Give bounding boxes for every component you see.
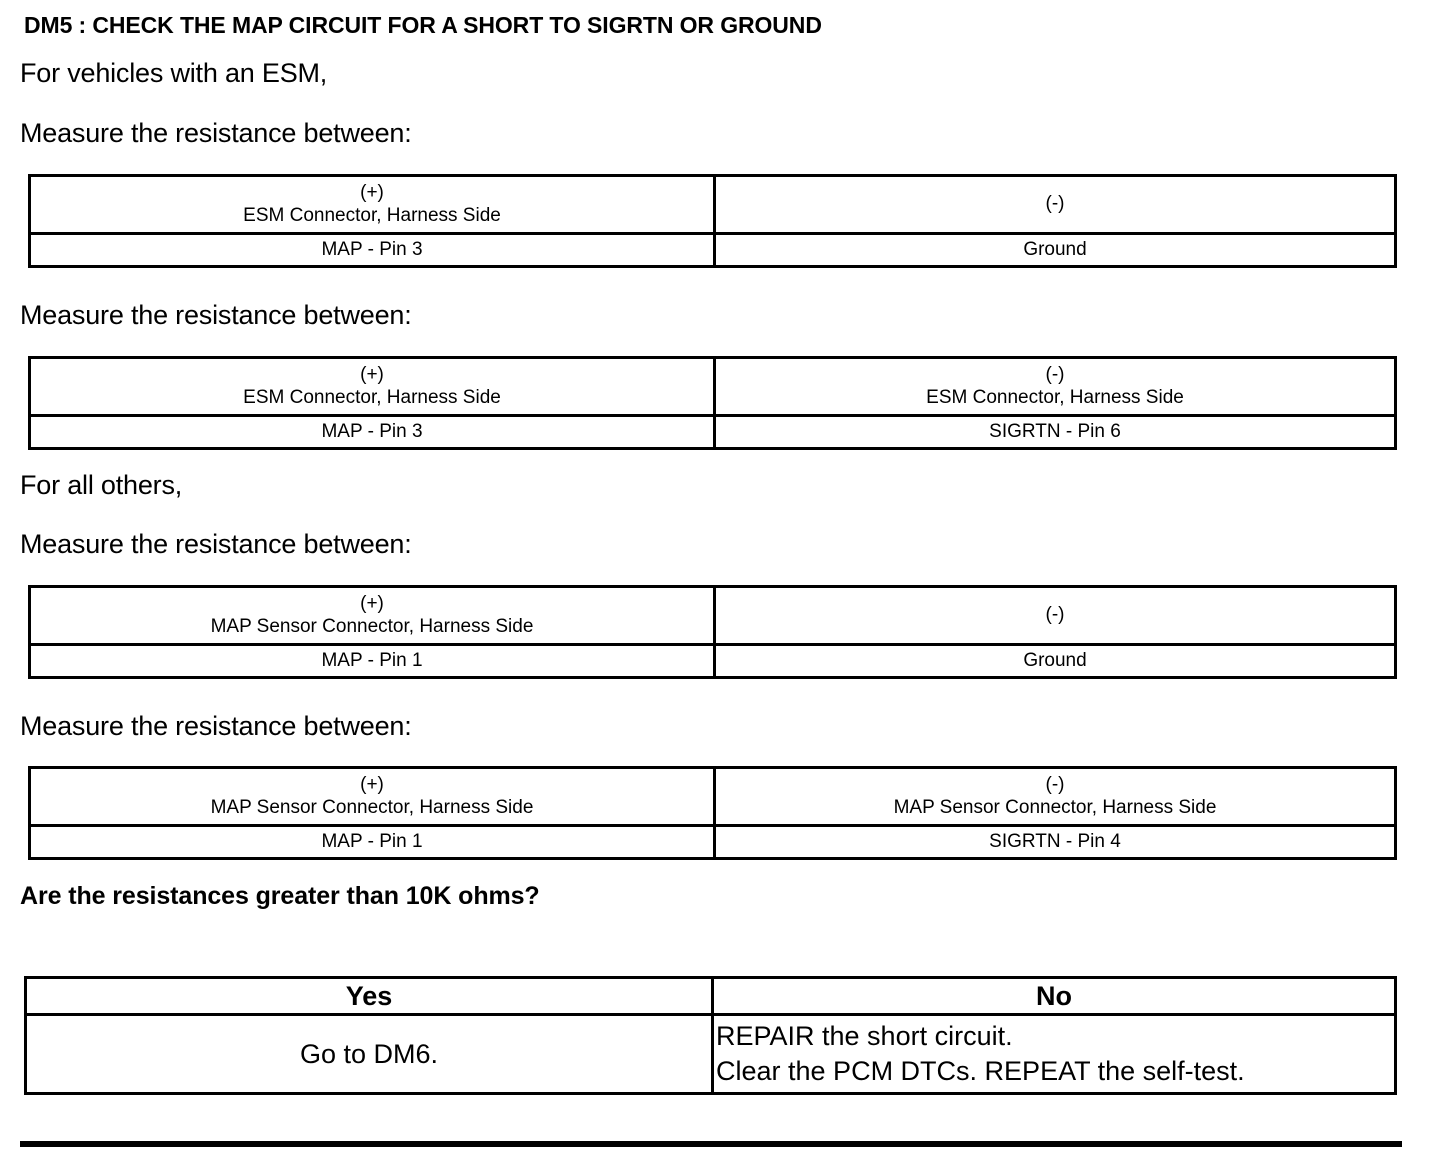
decision-action-yes-line: Go to DM6. bbox=[299, 1038, 439, 1069]
measurement-table-4: (+) MAP Sensor Connector, Harness Side (… bbox=[28, 766, 1397, 860]
measure-label-2: Measure the resistance between: bbox=[20, 300, 412, 330]
positive-sign: (+) bbox=[360, 593, 384, 615]
decision-header-no: No bbox=[711, 976, 1397, 1016]
question-text: Are the resistances greater than 10K ohm… bbox=[20, 882, 540, 910]
table-header-row: (+) ESM Connector, Harness Side (-) ESM … bbox=[28, 356, 1397, 417]
positive-value: MAP - Pin 3 bbox=[28, 232, 716, 268]
intro-others-text: For all others, bbox=[20, 470, 183, 500]
decision-body-row: Go to DM6. REPAIR the short circuit. Cle… bbox=[24, 1013, 1397, 1095]
negative-sign: (-) bbox=[1045, 604, 1065, 626]
positive-sign: (+) bbox=[360, 364, 384, 386]
table-header-row: (+) MAP Sensor Connector, Harness Side (… bbox=[28, 766, 1397, 827]
footer-divider-rule bbox=[20, 1141, 1402, 1147]
negative-value: Ground bbox=[713, 643, 1397, 679]
measurement-table-3: (+) MAP Sensor Connector, Harness Side (… bbox=[28, 585, 1397, 679]
positive-sign: (+) bbox=[360, 182, 384, 204]
header-cell-negative: (-) MAP Sensor Connector, Harness Side bbox=[713, 766, 1397, 827]
measure-label-1: Measure the resistance between: bbox=[20, 118, 412, 148]
positive-source: ESM Connector, Harness Side bbox=[243, 204, 501, 226]
header-cell-positive: (+) ESM Connector, Harness Side bbox=[28, 174, 716, 235]
table-row: MAP - Pin 3 Ground bbox=[28, 232, 1397, 268]
negative-value: SIGRTN - Pin 6 bbox=[713, 414, 1397, 450]
positive-value: MAP - Pin 3 bbox=[28, 414, 716, 450]
intro-esm-text: For vehicles with an ESM, bbox=[20, 58, 328, 88]
negative-source: ESM Connector, Harness Side bbox=[926, 386, 1184, 408]
table-header-row: (+) ESM Connector, Harness Side (-) bbox=[28, 174, 1397, 235]
positive-value: MAP - Pin 1 bbox=[28, 643, 716, 679]
header-cell-negative: (-) ESM Connector, Harness Side bbox=[713, 356, 1397, 417]
positive-source: ESM Connector, Harness Side bbox=[243, 386, 501, 408]
negative-value: SIGRTN - Pin 4 bbox=[713, 824, 1397, 860]
decision-action-no-line1: REPAIR the short circuit. bbox=[716, 1021, 1013, 1052]
measure-label-4: Measure the resistance between: bbox=[20, 711, 412, 741]
decision-table: Yes No Go to DM6. REPAIR the short circu… bbox=[24, 976, 1397, 1095]
decision-header-row: Yes No bbox=[24, 976, 1397, 1016]
measurement-table-2: (+) ESM Connector, Harness Side (-) ESM … bbox=[28, 356, 1397, 450]
decision-action-no-line2: Clear the PCM DTCs. REPEAT the self-test… bbox=[716, 1056, 1245, 1086]
positive-source: MAP Sensor Connector, Harness Side bbox=[210, 615, 534, 637]
table-row: MAP - Pin 1 Ground bbox=[28, 643, 1397, 679]
negative-source: MAP Sensor Connector, Harness Side bbox=[893, 796, 1217, 818]
negative-sign: (-) bbox=[1045, 193, 1065, 215]
page-title: DM5 : CHECK THE MAP CIRCUIT FOR A SHORT … bbox=[24, 12, 822, 38]
header-cell-positive: (+) ESM Connector, Harness Side bbox=[28, 356, 716, 417]
measure-label-3: Measure the resistance between: bbox=[20, 529, 412, 559]
header-cell-negative: (-) bbox=[713, 174, 1397, 235]
measurement-table-1: (+) ESM Connector, Harness Side (-) MAP … bbox=[28, 174, 1397, 268]
header-cell-positive: (+) MAP Sensor Connector, Harness Side bbox=[28, 585, 716, 646]
positive-sign: (+) bbox=[360, 774, 384, 796]
positive-source: MAP Sensor Connector, Harness Side bbox=[210, 796, 534, 818]
negative-sign: (-) bbox=[1045, 774, 1065, 796]
negative-sign: (-) bbox=[1045, 364, 1065, 386]
negative-value: Ground bbox=[713, 232, 1397, 268]
positive-value: MAP - Pin 1 bbox=[28, 824, 716, 860]
decision-action-yes: Go to DM6. bbox=[24, 1013, 714, 1095]
table-header-row: (+) MAP Sensor Connector, Harness Side (… bbox=[28, 585, 1397, 646]
decision-action-no: REPAIR the short circuit. Clear the PCM … bbox=[711, 1013, 1397, 1095]
table-row: MAP - Pin 3 SIGRTN - Pin 6 bbox=[28, 414, 1397, 450]
decision-header-yes: Yes bbox=[24, 976, 714, 1016]
header-cell-negative: (-) bbox=[713, 585, 1397, 646]
table-row: MAP - Pin 1 SIGRTN - Pin 4 bbox=[28, 824, 1397, 860]
header-cell-positive: (+) MAP Sensor Connector, Harness Side bbox=[28, 766, 716, 827]
